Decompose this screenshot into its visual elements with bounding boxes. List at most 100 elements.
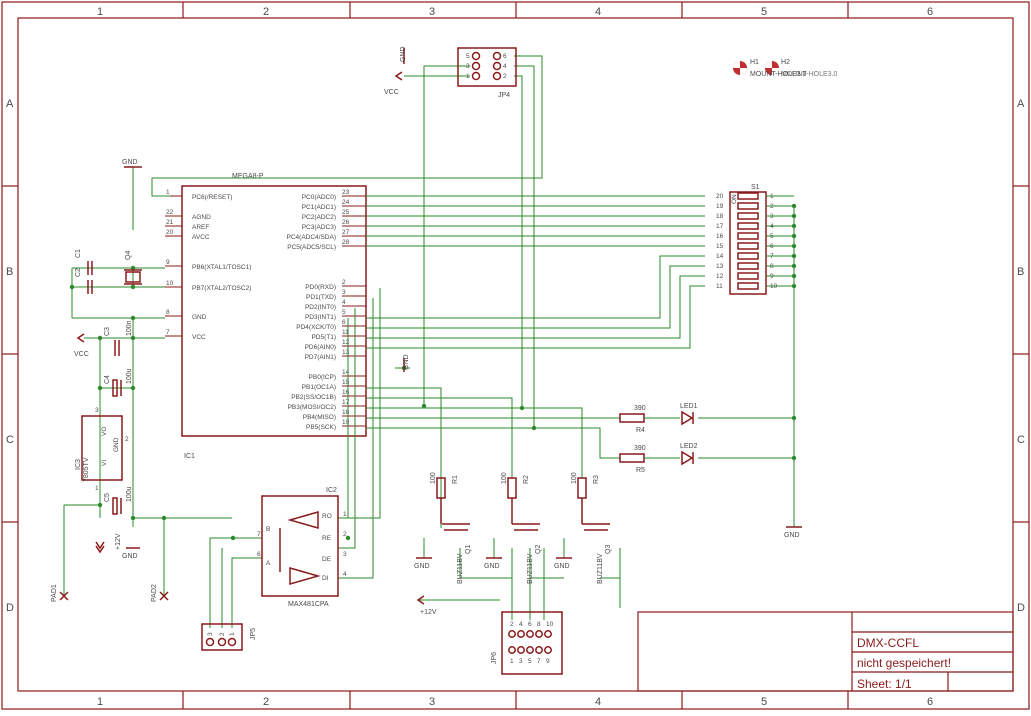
- ic2-pin-name: RE: [322, 535, 332, 542]
- pad1-label: PAD1: [51, 584, 58, 602]
- pad2-label: PAD2: [151, 584, 158, 602]
- ic1-pin-name: VCC: [192, 334, 206, 341]
- led2-label: LED2: [680, 443, 698, 450]
- ic1-pin-num: 19: [342, 419, 350, 426]
- ic1-pin-name: PC1(ADC1): [302, 204, 336, 211]
- ic2-pin-num: 7: [257, 531, 261, 538]
- ic1-pin-num: 26: [342, 219, 350, 226]
- q2-value: BUZ11BV: [527, 553, 534, 584]
- jp6-pin-num: 2: [510, 621, 514, 628]
- ic1-pin-name: PD7(AIN1): [305, 354, 336, 361]
- c2-label: C2: [75, 268, 82, 277]
- row-label: B: [1017, 266, 1024, 278]
- jp4-pin: 5: [466, 53, 470, 60]
- col-label: 6: [927, 6, 933, 18]
- jp6-pin-num: 7: [537, 658, 541, 665]
- ic3-gnd: GND: [113, 437, 120, 452]
- r5-label: R5: [636, 467, 645, 474]
- ic3-pin: 3: [95, 407, 99, 414]
- s1-pin-left: 12: [716, 273, 724, 280]
- ic3-vo: VO: [101, 427, 108, 436]
- ic3-pin: 2: [125, 436, 129, 443]
- ic1-name: IC1: [184, 453, 195, 460]
- ic1-pin-name: PD3(INT1): [305, 314, 336, 321]
- r1-label: R1: [452, 475, 459, 484]
- ic3-value: 7805TV: [83, 457, 90, 482]
- jp5-pin: 2: [219, 632, 226, 636]
- jp6-pin: [508, 630, 516, 638]
- row-label: A: [1017, 98, 1025, 110]
- ic1-pin-name: PD5(T1): [311, 334, 336, 341]
- ic1-pin-num: 18: [342, 409, 350, 416]
- row-label: C: [6, 434, 14, 446]
- hole-h2-value: MOUNT-HOLE3.0: [781, 71, 838, 78]
- col-label: 4: [595, 6, 601, 18]
- ic2-pin-name: A: [266, 560, 271, 567]
- jp6-pin-num: 9: [546, 658, 550, 665]
- jp6-pin: [517, 646, 525, 654]
- ic1-pin-num: 21: [166, 219, 174, 226]
- col-label: 5: [761, 6, 767, 18]
- jp6-pin: [535, 646, 543, 654]
- hole-h1: H1: [750, 59, 759, 66]
- ic1-pin-name: AGND: [192, 214, 211, 221]
- c3-value: 100n: [126, 320, 133, 336]
- q3-value: BUZ11BV: [597, 553, 604, 584]
- s1-pin-left: 18: [716, 213, 724, 220]
- title-text: DMX-CCFL: [857, 636, 919, 650]
- ic1-pin-num: 8: [166, 309, 170, 316]
- row-label: A: [6, 98, 14, 110]
- jp6-pin: [544, 630, 552, 638]
- col-label: 1: [97, 696, 103, 708]
- c5-label: C5: [104, 493, 111, 502]
- ic1-pin-num: 2: [342, 279, 346, 286]
- gnd-label: GND: [554, 563, 570, 570]
- resistors-gate: R1 100 R2 100 R3 100: [430, 472, 600, 499]
- ic1-pin-name: GND: [192, 314, 207, 321]
- c5-value: 100u: [126, 486, 133, 502]
- ic3-vi: VI: [101, 460, 108, 466]
- s1-switch: [737, 242, 759, 250]
- jp6-pin-num: 3: [519, 658, 523, 665]
- c4-value: 100u: [126, 368, 133, 384]
- row-label: D: [1017, 602, 1025, 614]
- s1-pin-left: 14: [716, 253, 724, 260]
- jp5-header: 3 2 1 JP5: [201, 623, 257, 651]
- ic1-pin-num: 5: [342, 309, 346, 316]
- ic1-pin-name: PB7(XTAL2/TOSC2): [192, 285, 251, 292]
- gnd-label: GND: [414, 563, 430, 570]
- r5-value: 390: [634, 445, 646, 452]
- ic2-max481: RO RE DE DI B A 1 2 3 4 7 6 IC2 MAX481CP…: [257, 487, 347, 608]
- mount-holes: H1 H2 MOUNT-HOLE3.0 MOUNT-HOLE3.0: [733, 59, 838, 78]
- ic1-value: MEGA8-P: [232, 173, 264, 180]
- ic2-pin-name: DI: [322, 575, 329, 582]
- ic1-pin-name: PB5(SCK): [306, 424, 336, 431]
- col-label: 2: [263, 6, 269, 18]
- ic1-pin-num: 17: [342, 399, 350, 406]
- ic2-pin-num: 4: [343, 571, 347, 578]
- ic1-pin-name: PB2(SS/OC1B): [291, 394, 336, 401]
- ic1-pin-name: PC0(ADC0): [302, 194, 336, 201]
- jp6-pin: [508, 646, 516, 654]
- r1-value: 100: [430, 472, 437, 484]
- ic1-pin-name: PB0(ICP): [309, 374, 336, 381]
- ic1-pin-num: 11: [342, 329, 349, 336]
- jp4-header: 5 6 3 4 1 2 JP4 GND VCC: [384, 46, 517, 99]
- jp4-pin: 4: [503, 63, 507, 70]
- s1-switch: [737, 232, 759, 240]
- s1-pin-left: 16: [716, 233, 724, 240]
- ic2-value: MAX481CPA: [288, 601, 329, 608]
- jp4-pin: 1: [466, 73, 470, 80]
- jp6-pin: [544, 646, 552, 654]
- ic1-pin-num: 7: [166, 329, 170, 336]
- jp5-pin: 3: [207, 632, 214, 636]
- ic2-pin-name: RO: [322, 513, 332, 520]
- s1-pin-left: 15: [716, 243, 724, 250]
- ic1-pin-name: PC5(ADC5/SCL): [287, 244, 336, 251]
- jp4-pin: 2: [503, 73, 507, 80]
- jp6-pin-num: 6: [528, 621, 532, 628]
- s1-switch: [737, 222, 759, 230]
